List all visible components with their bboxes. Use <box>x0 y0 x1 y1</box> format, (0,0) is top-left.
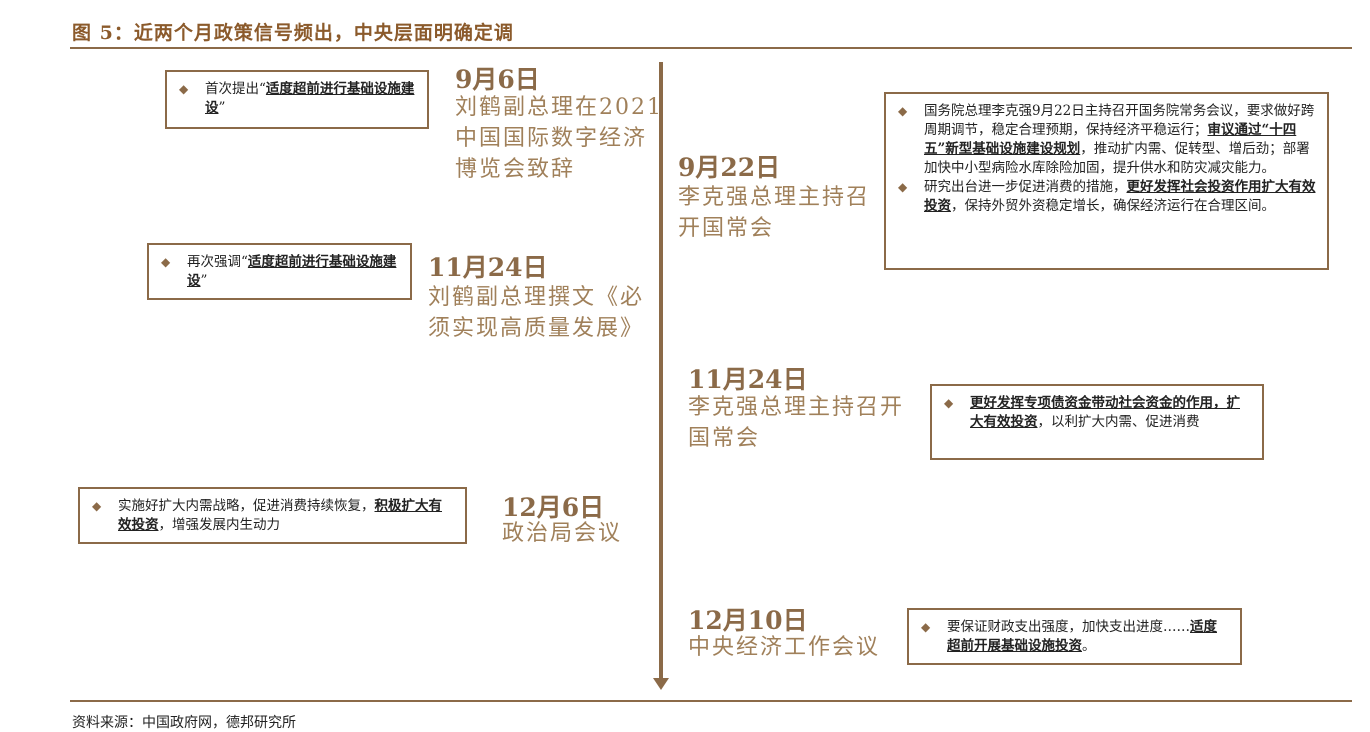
note-text: 首次提出“适度超前进行基础设施建设” <box>205 80 417 118</box>
description-line: 中国国际数字经济 <box>455 126 648 151</box>
note-text-part: ，推动扩内需、促转型、增后劲；部署加快中小型病险水库除险加固，提升供水和防灾减灾… <box>924 141 1310 176</box>
event-date: 11月24日 <box>688 365 808 394</box>
note-text-part: 。 <box>1082 638 1096 654</box>
diamond-bullet-icon: ◆ <box>179 82 189 96</box>
note-text: 研究出台进一步促进消费的措施，更好发挥社会投资作用扩大有效投资，保持外贸外资稳定… <box>924 178 1317 216</box>
event-date: 9月22日 <box>678 153 781 182</box>
note-item: ◆ 实施好扩大内需战略，促进消费持续恢复，积极扩大有效投资，增强发展内生动力 <box>92 497 455 535</box>
event-date: 12月10日 <box>688 606 808 635</box>
note-text-part: 实施好扩大内需战略，促进消费持续恢复， <box>118 498 375 514</box>
description-line: 李克强总理主持召开 <box>688 395 905 420</box>
note-item: ◆ 研究出台进一步促进消费的措施，更好发挥社会投资作用扩大有效投资，保持外贸外资稳… <box>898 178 1317 216</box>
description-line: 李克强总理主持召 <box>678 185 871 210</box>
description-line: 博览会致辞 <box>455 157 576 182</box>
highlighted-text: 适度超前进行基础设施建设 <box>187 254 397 289</box>
note-text: 更好发挥专项债资金带动社会资金的作用，扩大有效投资，以利扩大内需、促进消费 <box>970 394 1252 432</box>
highlighted-text: 更好发挥专项债资金带动社会资金的作用，扩大有效投资 <box>970 395 1240 430</box>
note-text-part: ，保持外贸外资稳定增长，确保经济运行在合理区间。 <box>951 198 1275 214</box>
note-text-part: ” <box>218 100 226 116</box>
description-line: 刘鹤副总理撰文《必 <box>428 285 645 310</box>
highlighted-text: 更好发挥社会投资作用扩大有效投资 <box>924 179 1316 214</box>
note-item: ◆ 更好发挥专项债资金带动社会资金的作用，扩大有效投资，以利扩大内需、促进消费 <box>944 394 1252 432</box>
note-text-part: 研究出台进一步促进消费的措施， <box>924 179 1127 195</box>
event-description: 中央经济工作会议 <box>688 632 880 663</box>
diamond-bullet-icon: ◆ <box>944 396 954 410</box>
diamond-bullet-icon: ◆ <box>898 104 908 118</box>
note-text: 再次强调“适度超前进行基础设施建设” <box>187 253 400 291</box>
source-note: 资料来源：中国政府网，德邦研究所 <box>72 715 296 731</box>
figure-title: 图 5：近两个月政策信号频出，中央层面明确定调 <box>72 22 514 44</box>
note-box: ◆ 首次提出“适度超前进行基础设施建设” <box>165 70 429 129</box>
event-date: 11月24日 <box>428 253 548 282</box>
event-description: 刘鹤副总理撰文《必须实现高质量发展》 <box>428 282 644 344</box>
description-line: 政治局会议 <box>502 521 623 546</box>
note-box: ◆ 再次强调“适度超前进行基础设施建设” <box>147 243 412 300</box>
note-text-part: 要保证财政支出强度，加快支出进度…… <box>947 619 1190 635</box>
event-description: 李克强总理主持召开国常会 <box>688 392 904 454</box>
description-line: 须实现高质量发展》 <box>428 316 645 341</box>
description-line: 刘鹤副总理在2021 <box>455 95 663 120</box>
note-text-part: ，以利扩大内需、促进消费 <box>1037 414 1200 430</box>
highlighted-text: 适度超前进行基础设施建设 <box>205 81 415 116</box>
bottom-divider <box>70 700 1352 702</box>
highlighted-text: 审议通过“十四五”新型基础设施建设规划 <box>924 122 1297 157</box>
event-date: 9月6日 <box>455 65 540 94</box>
note-text-part: 再次强调“ <box>187 254 248 270</box>
top-divider <box>70 47 1352 49</box>
highlighted-text: 适度超前开展基础设施投资 <box>947 619 1217 654</box>
description-line: 中央经济工作会议 <box>688 635 881 660</box>
note-text-part: ” <box>200 273 208 289</box>
event-description: 刘鹤副总理在2021 中国国际数字经济博览会致辞 <box>455 92 663 185</box>
note-text: 实施好扩大内需战略，促进消费持续恢复，积极扩大有效投资，增强发展内生动力 <box>118 497 455 535</box>
diamond-bullet-icon: ◆ <box>921 620 931 634</box>
event-description: 李克强总理主持召开国常会 <box>678 182 870 244</box>
note-text-part: ，增强发展内生动力 <box>158 517 281 533</box>
diamond-bullet-icon: ◆ <box>898 180 908 194</box>
note-item: ◆ 要保证财政支出强度，加快支出进度……适度超前开展基础设施投资。 <box>921 618 1230 656</box>
event-date: 12月6日 <box>502 493 605 522</box>
description-line: 国常会 <box>688 426 761 451</box>
description-line: 开国常会 <box>678 216 775 241</box>
arrow-down-icon <box>653 678 669 690</box>
note-item: ◆ 首次提出“适度超前进行基础设施建设” <box>179 80 417 118</box>
note-text: 要保证财政支出强度，加快支出进度……适度超前开展基础设施投资。 <box>947 618 1230 656</box>
note-text: 国务院总理李克强9月22日主持召开国务院常务会议，要求做好跨周期调节，稳定合理预… <box>924 102 1317 178</box>
diamond-bullet-icon: ◆ <box>92 499 102 513</box>
diamond-bullet-icon: ◆ <box>161 255 171 269</box>
note-box: ◆ 要保证财政支出强度，加快支出进度……适度超前开展基础设施投资。 <box>907 608 1242 665</box>
note-text-part: 首次提出“ <box>205 81 266 97</box>
note-box: ◆ 国务院总理李克强9月22日主持召开国务院常务会议，要求做好跨周期调节，稳定合理… <box>884 92 1329 270</box>
highlighted-text: 积极扩大有效投资 <box>118 498 442 533</box>
note-item: ◆ 再次强调“适度超前进行基础设施建设” <box>161 253 400 291</box>
note-text-part: 国务院总理李克强9月22日主持召开国务院常务会议，要求做好跨周期调节，稳定合理预… <box>924 103 1315 138</box>
event-description: 政治局会议 <box>502 518 622 549</box>
note-item: ◆ 国务院总理李克强9月22日主持召开国务院常务会议，要求做好跨周期调节，稳定合理… <box>898 102 1317 178</box>
note-box: ◆ 更好发挥专项债资金带动社会资金的作用，扩大有效投资，以利扩大内需、促进消费 <box>930 384 1264 460</box>
note-box: ◆ 实施好扩大内需战略，促进消费持续恢复，积极扩大有效投资，增强发展内生动力 <box>78 487 467 544</box>
timeline-axis <box>659 62 663 680</box>
